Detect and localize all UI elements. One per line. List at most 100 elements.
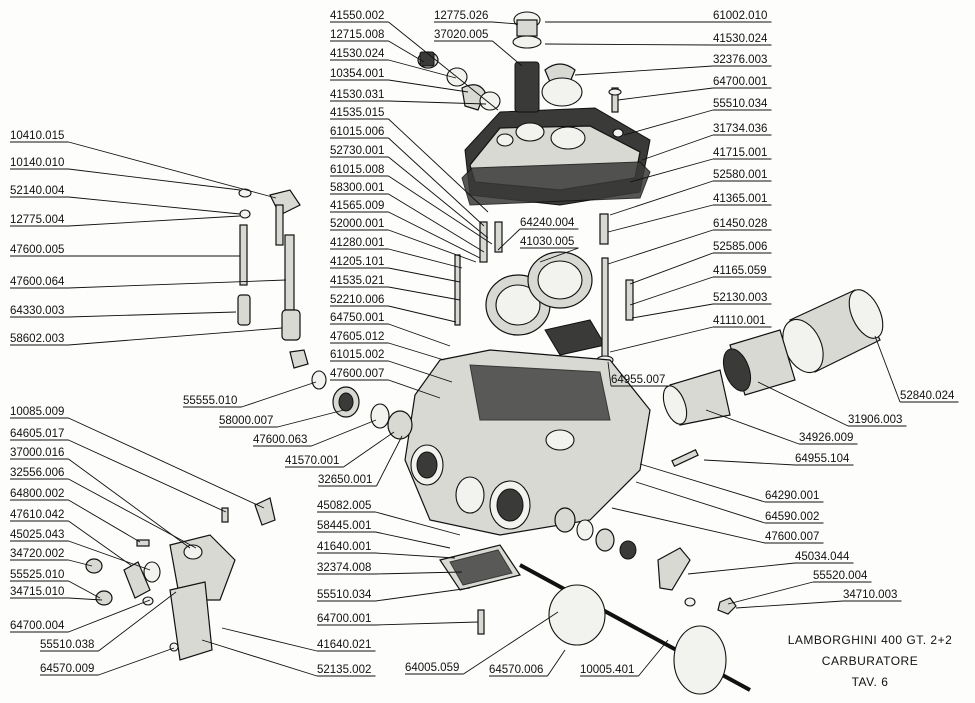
leader-line-p85 (98, 591, 177, 652)
part-number-p33: 52210.006 (330, 294, 384, 306)
leader-line-p13 (388, 118, 489, 213)
leader-line-p16 (629, 158, 714, 183)
leader-line-p07 (388, 59, 457, 79)
leader-line-p40 (874, 335, 901, 403)
part-number-p78: 64800.002 (10, 488, 64, 500)
leader-line-p06 (544, 43, 714, 46)
leader-line-p25 (607, 229, 714, 265)
part-number-p59: 34710.003 (843, 589, 897, 601)
part-number-p55: 45034.044 (795, 551, 850, 563)
part-number-p57: 55520.004 (813, 570, 868, 582)
part-number-p65: 52135.002 (317, 664, 371, 676)
part-number-p32: 52130.003 (713, 292, 767, 304)
leader-line-p39 (388, 379, 441, 399)
part-number-p68: 52140.004 (10, 185, 65, 197)
part-number-p81: 34720.002 (10, 548, 64, 560)
part-number-p05: 37020.005 (434, 29, 488, 41)
part-number-p45: 34926.009 (799, 432, 853, 444)
leader-line-p65 (201, 639, 318, 677)
leader-line-p66 (68, 141, 277, 199)
part-number-p27: 41280.001 (330, 237, 384, 249)
part-number-p74: 10085.009 (10, 406, 64, 418)
leader-line-p81 (68, 559, 93, 567)
part-number-p13: 41535.015 (330, 107, 384, 119)
part-number-p76: 37000.016 (10, 447, 64, 459)
part-number-p43: 31906.003 (848, 414, 902, 426)
leader-line-p05 (492, 40, 523, 67)
leader-line-p56 (375, 571, 463, 575)
part-number-p60: 64700.001 (317, 613, 371, 625)
leader-line-p78 (68, 499, 141, 543)
leader-line-p55 (687, 562, 796, 575)
leader-line-p30 (629, 276, 714, 306)
leader-line-p14 (641, 134, 714, 161)
leader-line-p37 (388, 360, 453, 383)
part-number-p70: 47600.005 (10, 244, 64, 256)
leader-line-p64 (638, 639, 669, 677)
part-number-p79: 47610.042 (10, 509, 64, 521)
leader-line-p86 (98, 647, 175, 676)
part-number-p12: 55510.034 (713, 98, 768, 110)
leader-line-p47 (703, 459, 796, 466)
part-number-p80: 45025.043 (10, 529, 64, 541)
leader-line-p41 (241, 381, 317, 408)
leader-line-p02 (492, 21, 519, 25)
part-number-p75: 64605.017 (10, 428, 64, 440)
part-number-p01: 41550.002 (330, 10, 384, 22)
leader-line-p32 (631, 303, 714, 319)
leader-line-p83 (68, 597, 103, 601)
part-number-p31: 41535.021 (330, 275, 384, 287)
leader-line-p75 (68, 439, 227, 513)
leader-line-p80 (68, 540, 151, 571)
leader-line-p73 (68, 327, 283, 346)
part-number-p15: 61015.006 (330, 126, 384, 138)
leader-line-p46 (343, 431, 395, 468)
leader-line-p68 (68, 196, 241, 215)
part-number-p51: 64590.002 (765, 511, 819, 523)
leader-line-p84 (68, 599, 151, 633)
part-number-p46: 41570.001 (285, 455, 339, 467)
part-number-p58: 55510.034 (317, 589, 372, 601)
part-number-p39: 47600.007 (330, 368, 384, 380)
part-number-p73: 58602.003 (10, 333, 64, 345)
part-number-p36: 47605.012 (330, 331, 384, 343)
part-number-p82: 55525.010 (10, 569, 64, 581)
leader-line-p72 (68, 311, 237, 318)
leader-line-p53 (611, 507, 766, 544)
leader-lines (68, 21, 901, 677)
part-number-p40: 52840.024 (900, 390, 955, 402)
filter-screen (514, 61, 540, 113)
part-number-p41: 55555.010 (183, 395, 237, 407)
leader-line-p27 (388, 248, 463, 269)
part-number-p71: 47600.064 (10, 276, 65, 288)
leader-line-p19 (609, 180, 714, 216)
leader-line-p18 (388, 175, 493, 245)
leader-line-p04 (388, 40, 425, 63)
leader-line-p58 (375, 587, 471, 602)
part-number-p06: 41530.024 (713, 33, 768, 45)
leader-line-p20 (388, 193, 485, 253)
leader-line-p57 (727, 581, 814, 605)
caption-plate: TAV. 6 (851, 675, 889, 689)
leader-line-p29 (388, 267, 461, 283)
leader-line-p22 (388, 211, 481, 259)
leader-line-p54 (375, 552, 456, 559)
part-number-p72: 64330.003 (10, 305, 64, 317)
leader-line-p23 (497, 228, 521, 251)
part-number-p86: 64570.009 (40, 663, 94, 675)
part-number-p10: 64700.001 (713, 76, 767, 88)
part-number-p67: 10140.010 (10, 157, 64, 169)
parts-illustration (85, 11, 884, 695)
leader-line-p24 (388, 229, 477, 263)
part-number-p22: 41565.009 (330, 200, 384, 212)
part-number-p14: 31734.036 (713, 123, 767, 135)
part-number-p04: 12715.008 (330, 29, 384, 41)
leader-line-p34 (388, 323, 451, 347)
part-number-p47: 64955.104 (795, 453, 850, 465)
leader-line-p09 (388, 79, 469, 93)
leader-line-p43 (757, 381, 849, 427)
leader-line-p51 (635, 481, 766, 524)
leader-line-p61 (221, 627, 318, 652)
leader-line-p35 (609, 326, 714, 353)
